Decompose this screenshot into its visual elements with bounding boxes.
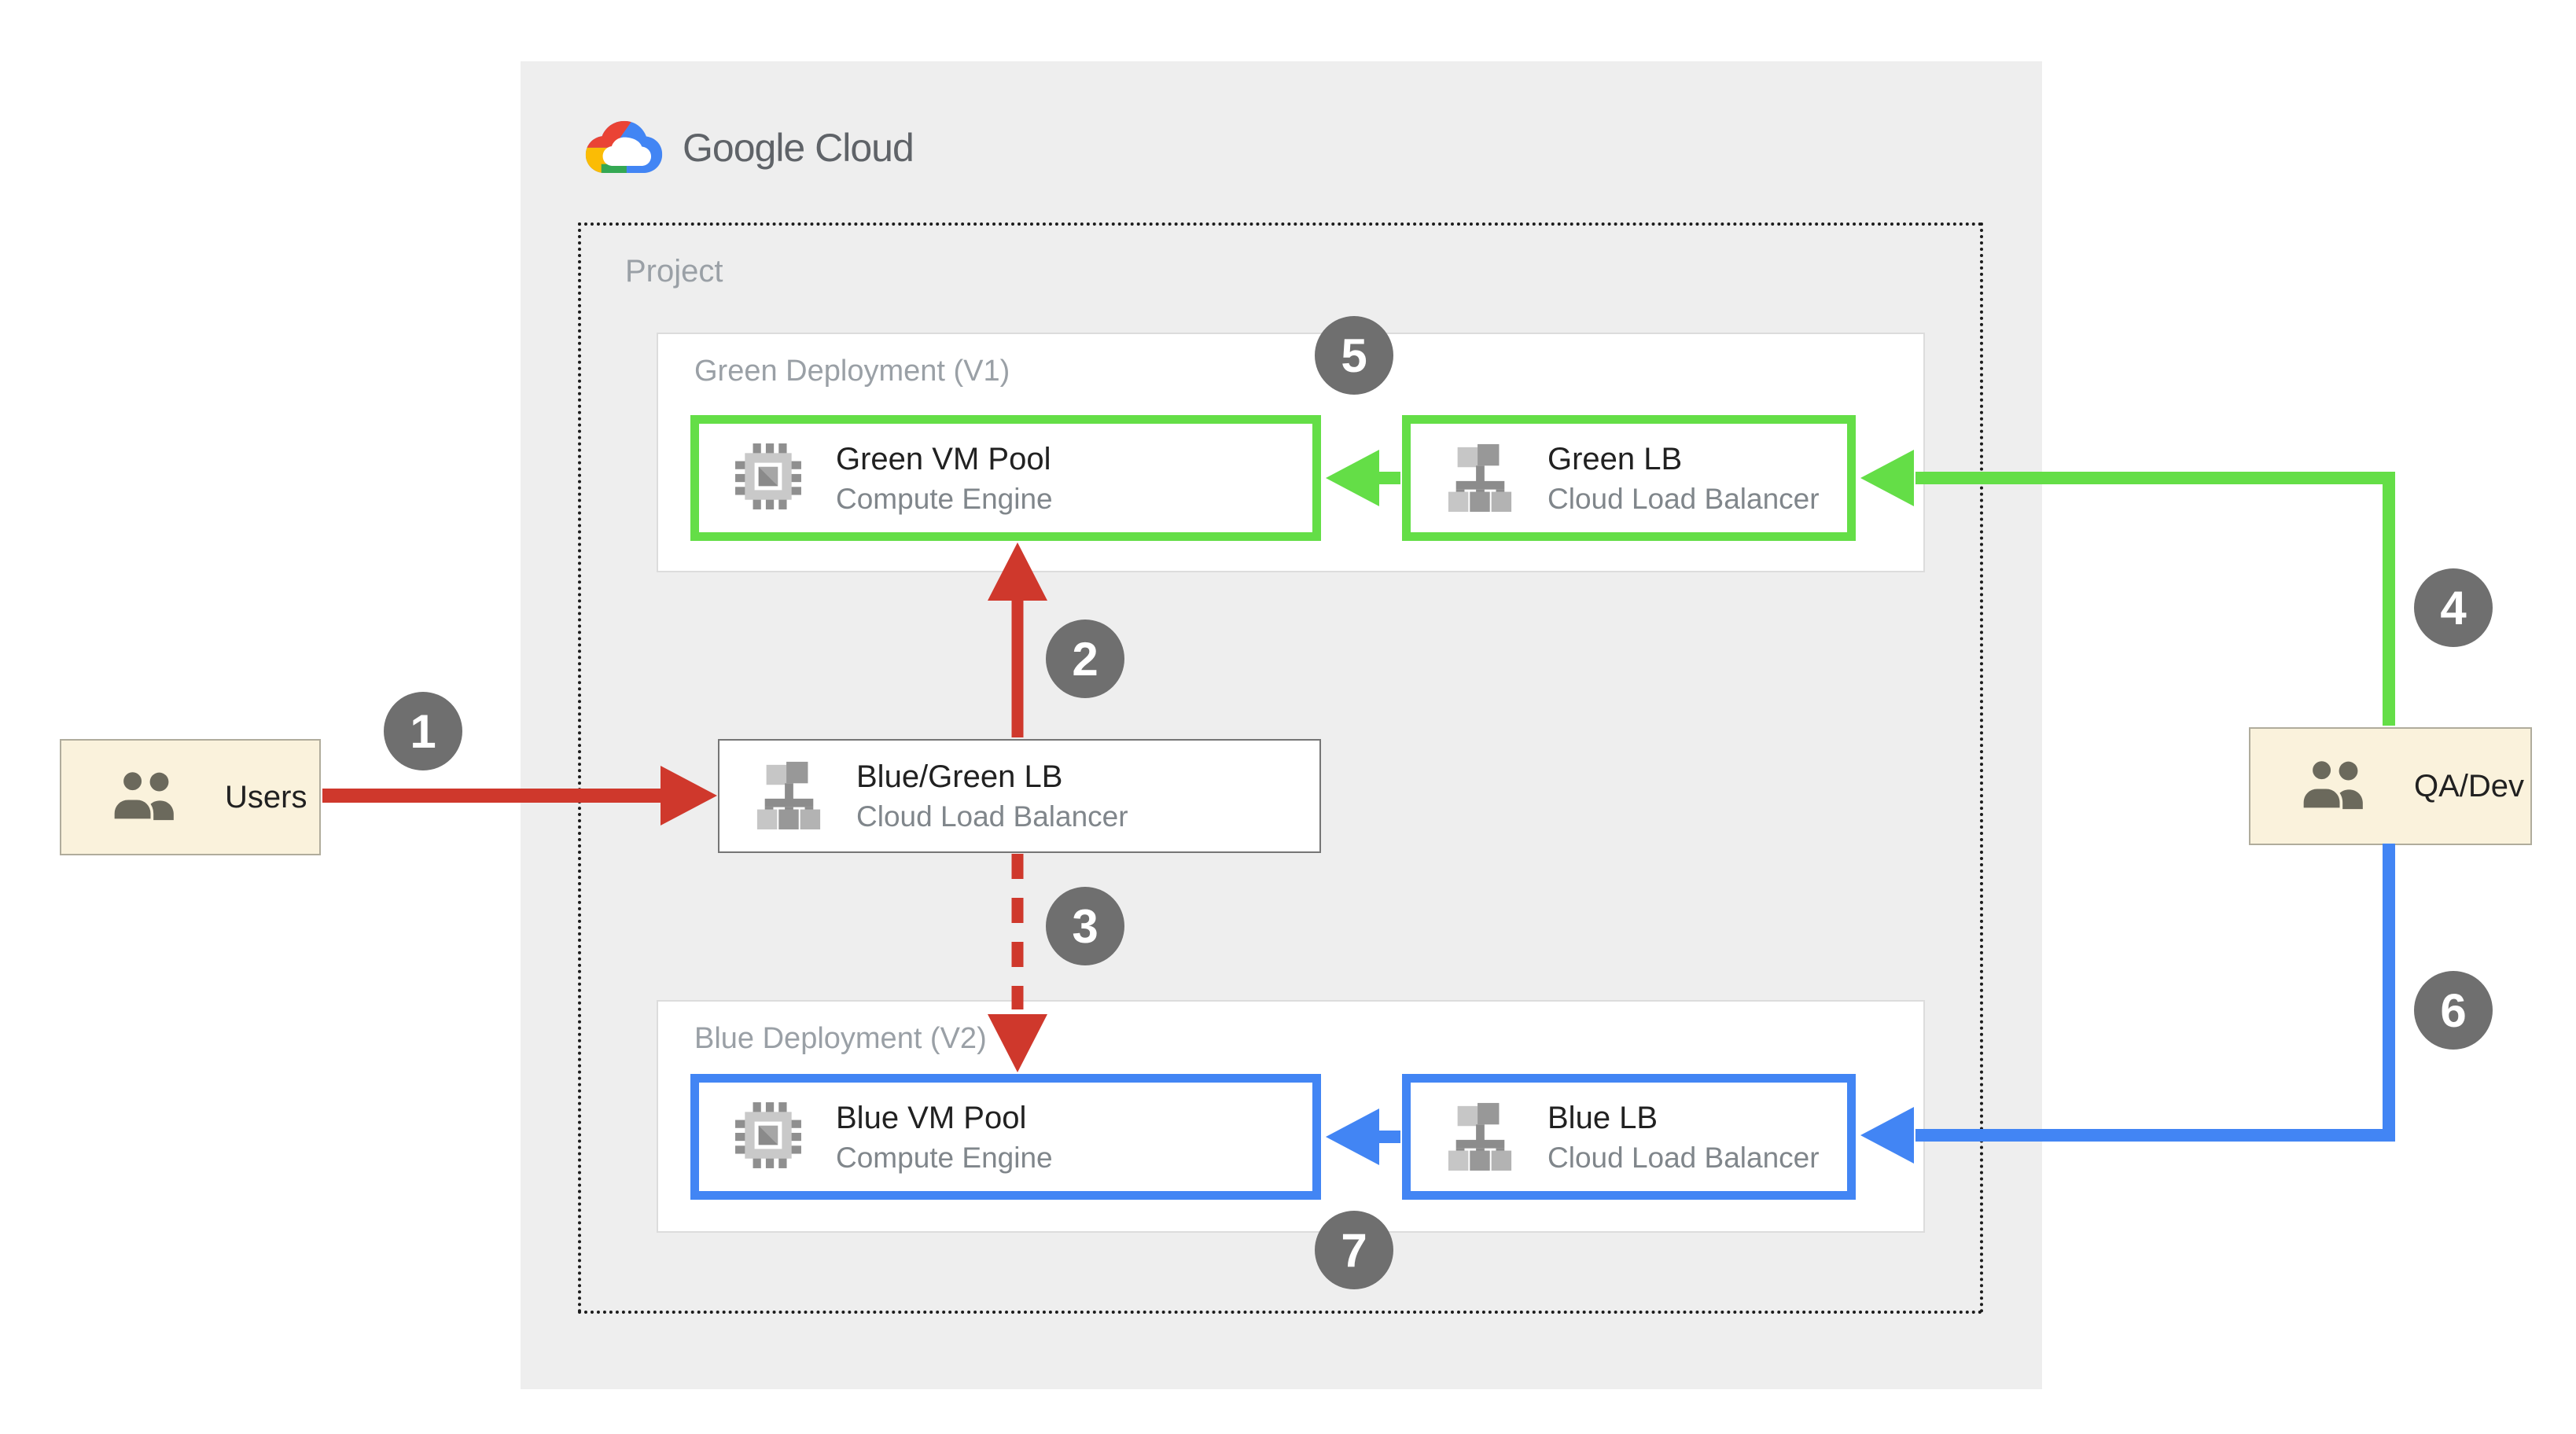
step-badge-3: 3 (1046, 887, 1124, 965)
step-badge-5: 5 (1315, 316, 1393, 395)
project-boundary: Project (578, 222, 1983, 1314)
blue-deployment-title: Blue Deployment (V2) (694, 1022, 987, 1055)
users-actor: Users (60, 739, 321, 855)
blue-lb-name: Blue LB (1547, 1100, 1658, 1135)
qa-dev-label: QA/Dev (2414, 768, 2525, 803)
users-icon (2298, 758, 2373, 814)
blue-vm-pool-name: Blue VM Pool (836, 1100, 1027, 1135)
blue-vm-pool-service: Compute Engine (836, 1141, 1053, 1174)
green-deployment-title: Green Deployment (V1) (694, 355, 1010, 388)
green-lb-service: Cloud Load Balancer (1547, 482, 1820, 515)
blue-green-lb-name: Blue/Green LB (856, 759, 1063, 795)
load-balancer-icon (754, 759, 823, 833)
blue-green-lb-node: Blue/Green LB Cloud Load Balancer (718, 739, 1321, 853)
step-badge-7: 7 (1315, 1211, 1393, 1289)
users-label: Users (225, 779, 307, 814)
google-cloud-logo: Google Cloud (583, 110, 914, 186)
compute-engine-icon (734, 442, 803, 515)
qa-dev-actor: QA/Dev (2249, 727, 2532, 845)
green-vm-pool-node: Green VM Pool Compute Engine (690, 415, 1321, 541)
google-cloud-logo-icon (583, 113, 665, 183)
green-lb-name: Green LB (1547, 441, 1683, 476)
blue-lb-service: Cloud Load Balancer (1547, 1141, 1820, 1174)
blue-vm-pool-node: Blue VM Pool Compute Engine (690, 1074, 1321, 1200)
google-cloud-logo-text: Google Cloud (683, 126, 914, 170)
green-vm-pool-service: Compute Engine (836, 482, 1053, 515)
project-label: Project (625, 254, 723, 289)
blue-lb-node: Blue LB Cloud Load Balancer (1402, 1074, 1856, 1200)
step-badge-1: 1 (384, 692, 462, 770)
load-balancer-icon (1445, 441, 1514, 516)
compute-engine-icon (734, 1101, 803, 1174)
load-balancer-icon (1445, 1100, 1514, 1175)
users-icon (109, 769, 184, 825)
blue-green-lb-service: Cloud Load Balancer (856, 800, 1128, 833)
green-vm-pool-name: Green VM Pool (836, 441, 1051, 476)
green-lb-node: Green LB Cloud Load Balancer (1402, 415, 1856, 541)
step-badge-6: 6 (2414, 971, 2493, 1050)
step-badge-2: 2 (1046, 620, 1124, 698)
step-badge-4: 4 (2414, 568, 2493, 647)
